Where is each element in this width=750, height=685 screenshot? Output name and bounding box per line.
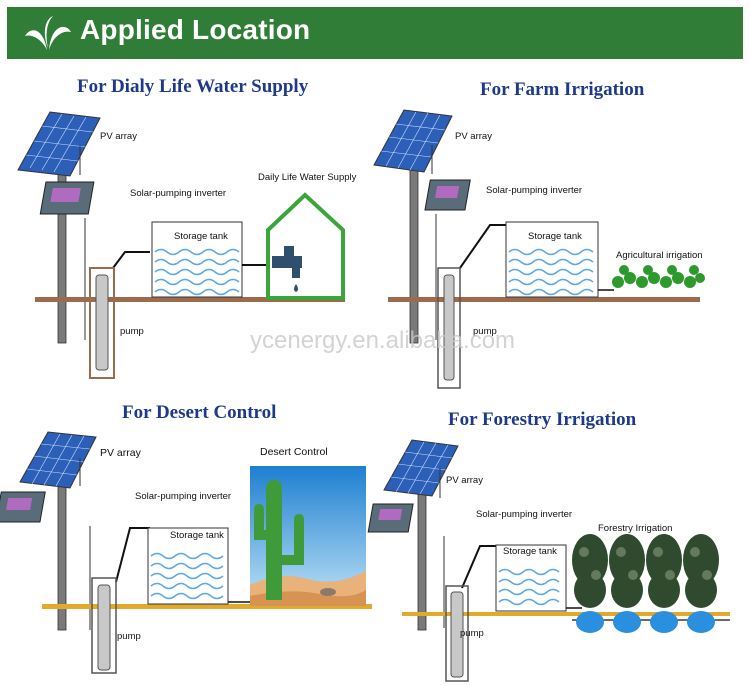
- panel-title-forestry: For Forestry Irrigation: [448, 409, 637, 430]
- label-storage-tank: Storage tank: [174, 231, 228, 242]
- label-pv-array: PV array: [455, 131, 492, 142]
- inverter-icon: [367, 503, 414, 533]
- label-pv-array: PV array: [100, 447, 141, 459]
- header-banner: Applied Location: [7, 7, 743, 59]
- label-pump: pump: [460, 628, 484, 639]
- house-icon: [266, 192, 345, 300]
- crops-icon: [612, 265, 705, 288]
- inverter-icon: [39, 181, 95, 215]
- label-storage-tank: Storage tank: [503, 546, 557, 557]
- panel-title-daily: For Dialy Life Water Supply: [77, 76, 309, 97]
- label-use: Desert Control: [260, 446, 328, 458]
- panel-title-farm: For Farm Irrigation: [480, 79, 645, 100]
- inverter-icon: [0, 491, 46, 523]
- label-inverter: Solar-pumping inverter: [486, 185, 583, 196]
- label-storage-tank: Storage tank: [528, 231, 582, 242]
- tap-icon: [272, 246, 302, 292]
- solar-panel-icon: [17, 111, 101, 177]
- label-pump: pump: [120, 326, 144, 337]
- panel-title-desert: For Desert Control: [122, 402, 277, 423]
- solar-panel-icon: [383, 439, 459, 497]
- label-pv-array: PV array: [100, 131, 137, 142]
- label-use: Forestry Irrigation: [598, 523, 673, 534]
- page-title: Applied Location: [80, 14, 311, 45]
- label-pump: pump: [117, 631, 141, 642]
- label-inverter: Solar-pumping inverter: [130, 188, 227, 199]
- label-pv-array: PV array: [446, 475, 483, 486]
- label-storage-tank: Storage tank: [170, 530, 224, 541]
- label-pump: pump: [473, 326, 497, 337]
- desert-scene-icon: [250, 466, 366, 606]
- leaf-logo-icon: [25, 16, 71, 50]
- trees-icon: [572, 534, 719, 633]
- solar-panel-icon: [19, 431, 97, 489]
- inverter-icon: [424, 179, 471, 211]
- watermark: ycenergy.en.alibaba.com: [250, 327, 516, 354]
- solar-panel-icon: [373, 109, 453, 173]
- label-inverter: Solar-pumping inverter: [476, 509, 573, 520]
- label-use: Agricultural irrigation: [616, 250, 703, 261]
- label-use: Daily Life Water Supply: [258, 172, 357, 183]
- label-inverter: Solar-pumping inverter: [135, 491, 232, 502]
